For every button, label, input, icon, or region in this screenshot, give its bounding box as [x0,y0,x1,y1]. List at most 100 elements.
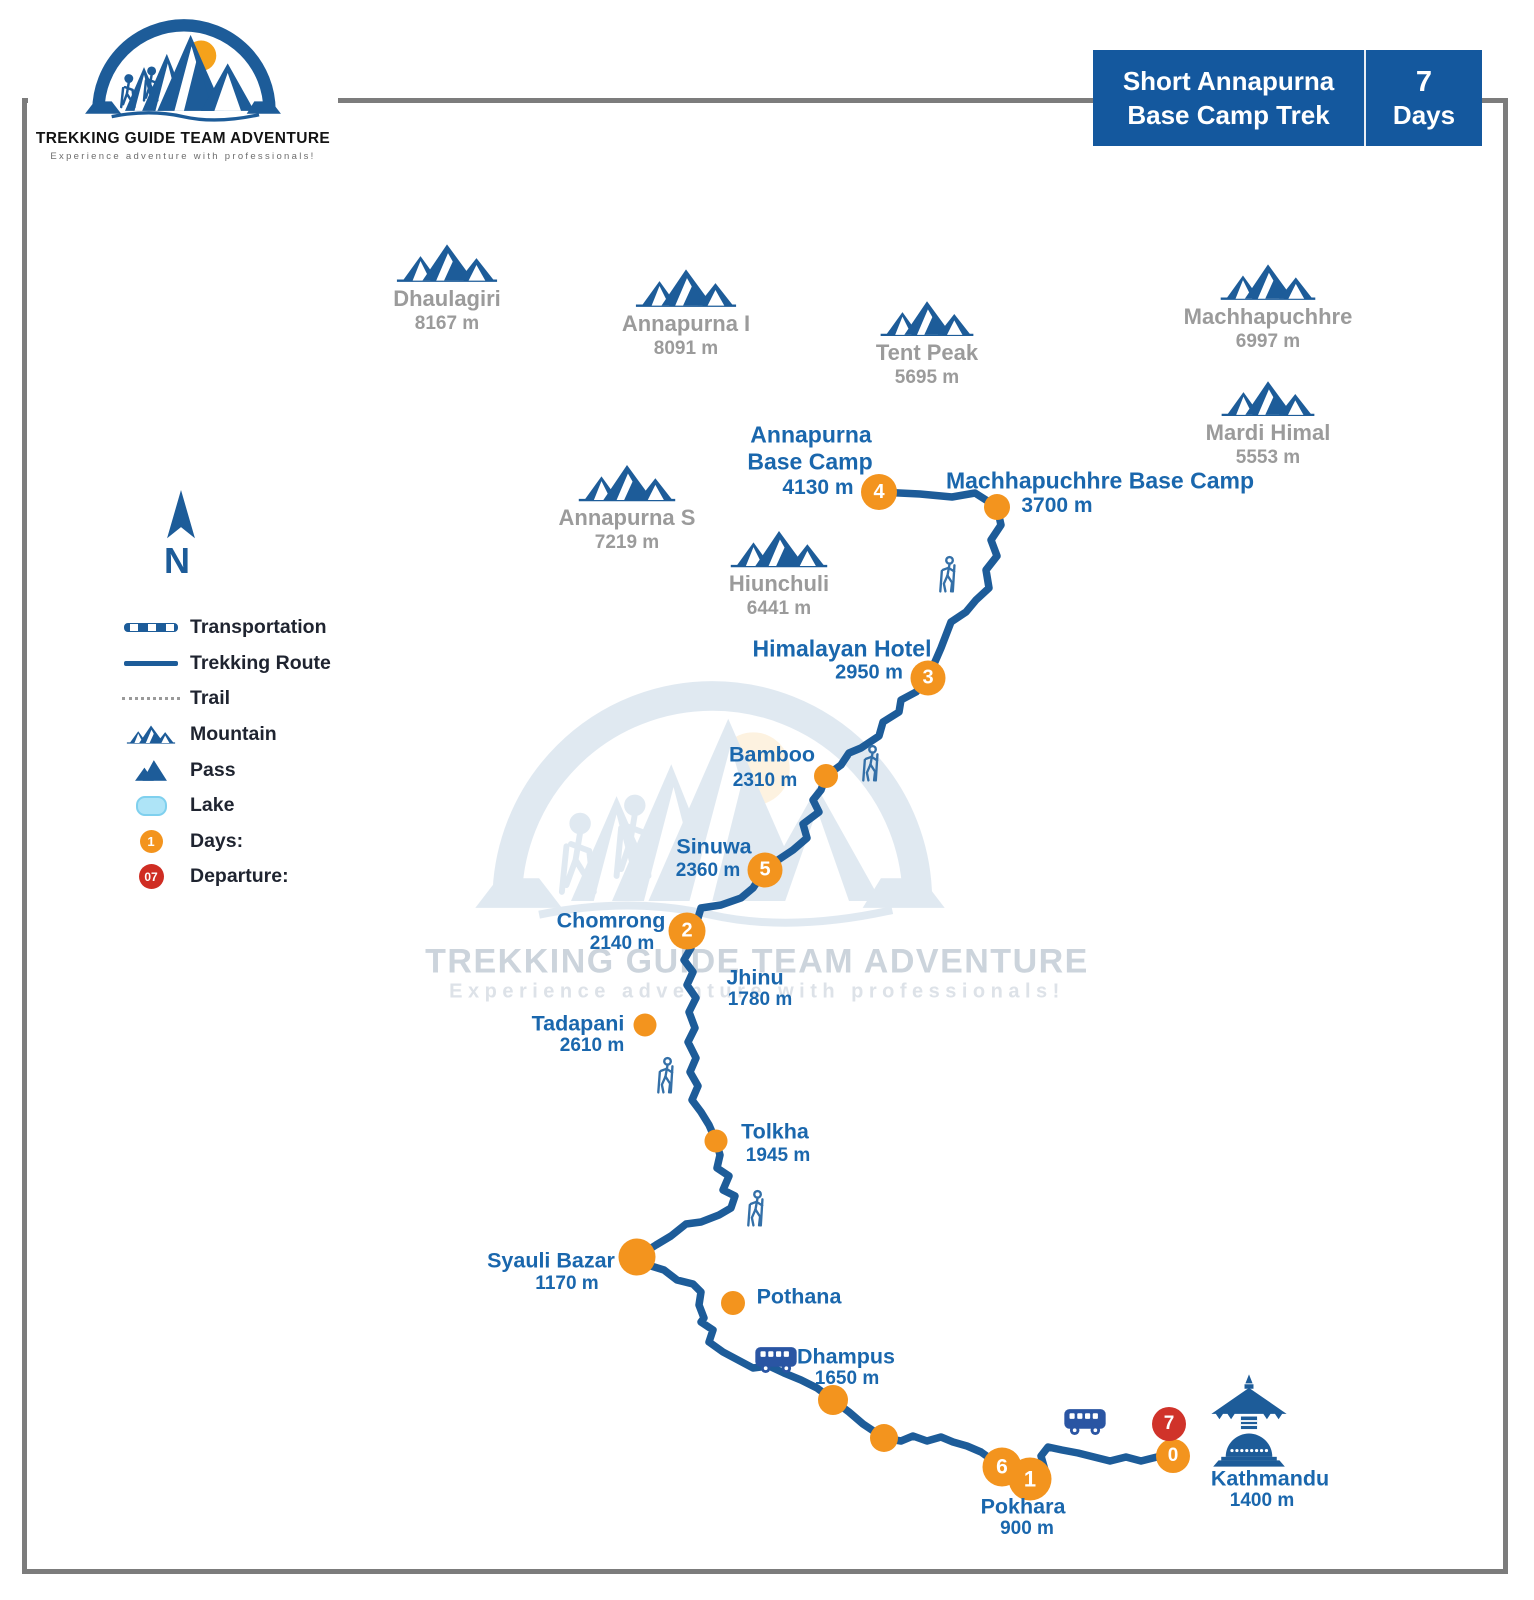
legend-label: Departure: [190,865,289,888]
stop-elevation: 2140 m [589,933,655,954]
mountain-mardi-himal: Mardi Himal 5553 m [1168,378,1368,469]
stop-dot-tadapani [633,1013,657,1037]
brand-tagline: Experience adventure with professionals! [50,151,316,162]
hiker-icon [653,1056,680,1097]
transportation-line-icon [124,623,178,633]
trekking-route-line-icon [124,661,178,666]
watermark-line2: Experience adventure with professionals! [449,980,1065,1003]
stop-dot-waypoint [870,1424,898,1452]
mountain-name: Tent Peak [875,340,979,365]
stop-label-bamboo: Bamboo [729,742,815,767]
stop-elevation: 900 m [1000,1518,1054,1539]
stop-elevation: 1945 m [745,1145,811,1166]
stop-elevation: 2310 m [732,770,798,791]
mountain-elevation: 6997 m [1235,331,1301,352]
day-marker-3: 3 [910,660,946,696]
mountain-elevation: 7219 m [594,532,660,553]
stop-label-tolkha: Tolkha [741,1119,809,1144]
stop-label-pokhara: Pokhara [980,1494,1066,1519]
brand-logo-icon [83,12,283,128]
bus-icon [1062,1406,1108,1437]
stop-label-jhinu: Jhinu [726,965,784,990]
mountain-elevation: 8091 m [653,338,719,359]
lake-icon [135,795,167,816]
stop-label-machhapuchhre-base-camp: Machhapuchhre Base Camp [945,467,1255,494]
trek-title-box: Short Annapurna Base Camp Trek 7 Days [1093,50,1482,146]
hiker-icon [858,744,885,785]
mountain-hiunchuli: Hiunchuli 6441 m [699,528,859,620]
legend-item-trail: Trail [112,681,372,717]
title-divider [1364,50,1366,146]
hiker-icon [935,555,962,596]
day-marker-2: 2 [668,912,706,950]
legend-label: Trekking Route [190,651,331,674]
trek-days-value: 7 [1415,66,1433,98]
stop-dot-machhapuchhre-base-camp [984,494,1010,520]
trek-days-label: Days [1392,99,1456,130]
stop-label-syauli-bazar: Syauli Bazar [487,1248,615,1273]
north-label: N [164,540,190,581]
stop-elevation: 1650 m [814,1368,880,1389]
mountain-name: Annapurna S [558,505,696,530]
mountain-name: Mardi Himal [1205,420,1331,445]
legend-label: Mountain [190,723,277,746]
mountain-tent-peak: Tent Peak 5695 m [847,298,1007,389]
stop-elevation: 2360 m [675,860,741,881]
trek-days-cell: 7 Days [1366,50,1482,146]
stop-elevation: 1400 m [1229,1490,1295,1511]
day-marker-4: 4 [861,474,897,510]
legend-item-lake: Lake [112,788,372,824]
legend: Transportation Trekking Route Trail Moun… [112,610,372,895]
mountain-name: Hiunchuli [728,571,830,596]
stop-label-sinuwa: Sinuwa [676,834,752,859]
trek-title-line1: Short Annapurna [1122,65,1335,96]
mountain-dhaulagiri: Dhaulagiri 8167 m [367,241,527,335]
departure-marker-7: 7 [1152,1407,1186,1441]
stop-dot-tolkha [704,1129,728,1153]
stop-dot-syauli-bazar [618,1238,656,1276]
legend-item-days: 1 Days: [112,824,372,860]
mountain-elevation: 6441 m [746,598,812,619]
departure-badge-icon: 07 [138,864,164,890]
legend-item-transportation: Transportation [112,610,372,646]
day-marker-5: 5 [747,852,783,888]
trail-line-icon [122,697,180,701]
legend-label: Lake [190,794,235,817]
mountain-name: Machhapuchhre [1183,304,1353,329]
stop-elevation: 2610 m [559,1035,625,1056]
trek-title-line2: Base Camp Trek [1127,100,1330,130]
hiker-icon [743,1189,770,1230]
stop-label-annapurna-base-camp-1: Annapurna [750,421,872,448]
legend-label: Days: [190,829,244,852]
legend-item-pass: Pass [112,752,372,788]
stop-dot-bamboo [814,764,838,788]
bus-icon [753,1344,799,1375]
stop-elevation: 2950 m [835,661,903,684]
legend-item-departure: 07 Departure: [112,859,372,895]
stop-dot-dhampus [818,1385,848,1415]
brand-logo-block: TREKKING GUIDE TEAM ADVENTURE Experience… [28,8,338,200]
legend-item-trekking-route: Trekking Route [112,646,372,682]
stop-label-chomrong: Chomrong [556,908,666,933]
stop-label-tadapani: Tadapani [531,1011,625,1036]
mountain-elevation: 8167 m [414,313,480,334]
legend-label: Pass [190,758,236,781]
stupa-icon [1206,1374,1292,1468]
stop-label-pothana: Pothana [756,1284,842,1309]
day-marker-0: 0 [1156,1439,1190,1473]
stop-label-himalayan-hotel: Himalayan Hotel [752,635,932,662]
legend-item-mountain: Mountain [112,717,372,753]
day-badge-icon: 1 [139,829,163,853]
mountain-annapurna-south: Annapurna S 7219 m [542,462,712,554]
stop-label-kathmandu: Kathmandu [1210,1466,1330,1491]
mountain-elevation: 5695 m [894,367,960,388]
mountain-name: Dhaulagiri [393,286,501,311]
brand-name: TREKKING GUIDE TEAM ADVENTURE [35,130,331,147]
trek-title: Short Annapurna Base Camp Trek [1093,50,1364,146]
stop-label-dhampus: Dhampus [797,1344,895,1369]
stop-dot-pothana [721,1291,745,1315]
mountain-elevation: 5553 m [1235,447,1301,468]
stop-elevation: 1780 m [727,989,793,1010]
stop-elevation: 4130 m [782,476,854,499]
